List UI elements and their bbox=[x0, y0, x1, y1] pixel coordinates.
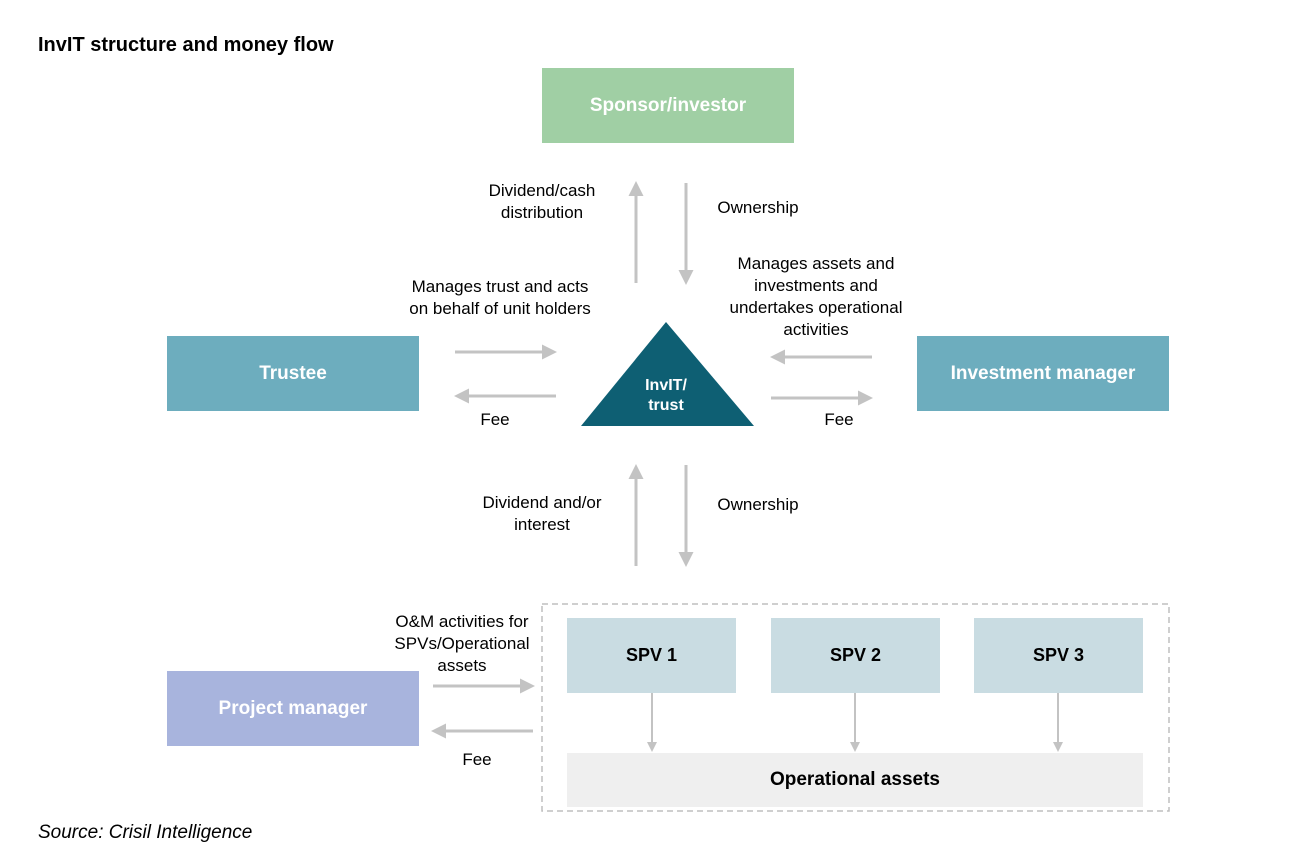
spv2-label: SPV 2 bbox=[829, 645, 882, 665]
spv2-box: SPV 2 bbox=[771, 618, 940, 693]
label-om-activities: O&M activities for SPVs/Operational asse… bbox=[394, 612, 530, 675]
label-ownership-top: Ownership bbox=[717, 198, 799, 217]
label-manages-assets: Manages assets and investments and under… bbox=[729, 254, 903, 339]
label-manages-trust: Manages trust and acts on behalf of unit… bbox=[409, 277, 591, 318]
label-fee-project: Fee bbox=[462, 750, 492, 769]
label-fee-trustee: Fee bbox=[480, 410, 510, 429]
label-ownership-bottom: Ownership bbox=[717, 495, 799, 514]
spv1-label: SPV 1 bbox=[625, 645, 678, 665]
operational-assets-label: Operational assets bbox=[769, 769, 941, 790]
spv3-box: SPV 3 bbox=[974, 618, 1143, 693]
label-dividend-interest: Dividend and/or interest bbox=[482, 493, 602, 534]
trustee-box: Trustee bbox=[167, 336, 419, 411]
invit-label-line2: trust bbox=[648, 397, 684, 414]
operational-assets-box: Operational assets bbox=[567, 753, 1143, 807]
sponsor-box: Sponsor/investor bbox=[542, 68, 794, 143]
page-title: InvIT structure and money flow bbox=[38, 34, 334, 56]
invit-label-line1: InvIT/ bbox=[645, 377, 687, 394]
label-dividend-cash: Dividend/cash distribution bbox=[488, 181, 596, 222]
spv-group-container bbox=[541, 603, 1170, 812]
trustee-label: Trustee bbox=[259, 362, 327, 384]
invit-label: InvIT/ trust bbox=[616, 376, 716, 416]
source-note: Source: Crisil Intelligence bbox=[38, 822, 253, 843]
spv3-label: SPV 3 bbox=[1032, 645, 1085, 665]
invit-triangle bbox=[581, 322, 754, 426]
investment-manager-box: Investment manager bbox=[917, 336, 1169, 411]
label-fee-investment: Fee bbox=[824, 410, 854, 429]
investment-manager-label: Investment manager bbox=[950, 362, 1136, 384]
project-manager-label: Project manager bbox=[218, 697, 368, 719]
project-manager-box: Project manager bbox=[167, 671, 419, 746]
sponsor-label: Sponsor/investor bbox=[589, 94, 747, 116]
spv1-box: SPV 1 bbox=[567, 618, 736, 693]
